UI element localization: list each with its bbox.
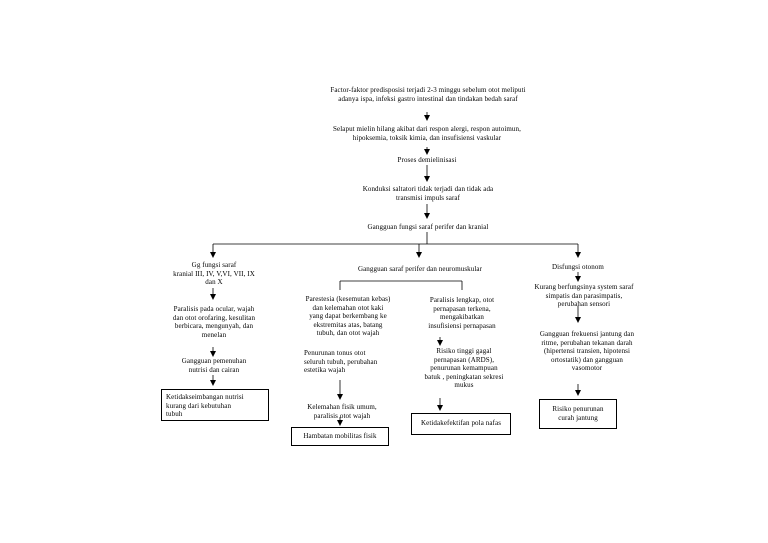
node-paresthesia: Parestesia (kesemutan kebas) dan kelemah… [305, 295, 391, 338]
node-ards-risk: Risiko tinggi gagal pernapasan (ARDS), p… [424, 347, 504, 390]
node-sympathetic-loss: Kurang berfungsinya system saraf simpati… [534, 283, 634, 309]
node-demyelination: Proses demielinisasi [397, 156, 457, 164]
node-cranial-branch: Gg fungsi saraf kranial III, IV, V,VI, V… [173, 261, 255, 287]
node-nutrition-disturbance: Gangguan pemenuhan nutrisi dan cairan [181, 357, 247, 374]
diagnosis-box-airway: Ketidakefektifan pola nafas [411, 413, 511, 435]
diagnosis-box-mobility: Hambatan mobilitas fisik [291, 427, 389, 446]
node-physical-weakness: Kelemahan fisik umum, paralisis otot waj… [307, 403, 377, 420]
diagnosis-box-cardiac: Risiko penurunan curah jantung [539, 399, 617, 429]
node-autonomic-branch: Disfungsi otonom [552, 263, 604, 271]
node-airway-dx: Ketidakefektifan pola nafas [420, 419, 502, 427]
node-muscle-tone: Penurunan tonus otot seluruh tubuh, peru… [304, 349, 378, 375]
node-nutrition-dx: Ketidakseimbangan nutrisi kurang dari ke… [166, 393, 244, 419]
node-cardiac-disturbance: Gangguan frekuensi jantung dan ritme, pe… [539, 330, 635, 373]
node-nerve-disturbance: Gangguan fungsi saraf perifer dan krania… [367, 223, 489, 231]
node-cardiac-dx: Risiko penurunan curah jantung [552, 405, 604, 422]
node-respiratory-paralysis: Paralisis lengkap, otot pernapasan terke… [428, 296, 496, 330]
node-mobility-dx: Hambatan mobilitas fisik [303, 432, 377, 440]
node-predisposition: Factor-faktor predisposisi terjadi 2-3 m… [330, 86, 526, 103]
node-neuromuscular-branch: Gangguan saraf perifer dan neuromuskular [357, 265, 483, 273]
diagnosis-box-nutrition: Ketidakseimbangan nutrisi kurang dari ke… [161, 389, 269, 421]
node-no-saltatory: Konduksi saltatori tidak terjadi dan tid… [362, 185, 494, 202]
node-myelin-loss: Selaput mielin hilang akibat dari respon… [333, 125, 521, 142]
node-ocular-paralysis: Paralisis pada ocular, wajah dan otot or… [172, 305, 256, 339]
